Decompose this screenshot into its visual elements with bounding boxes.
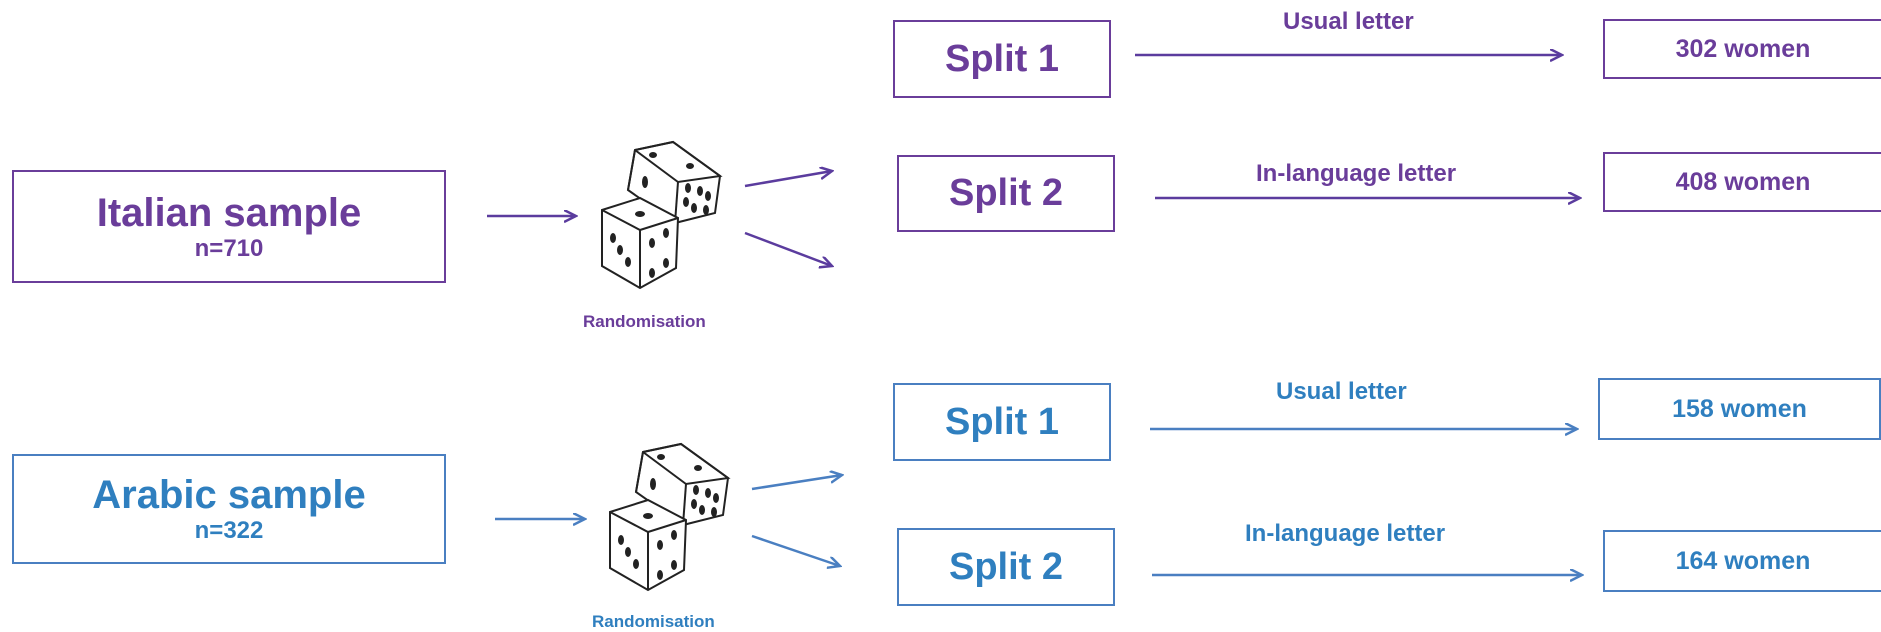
italian-split1-box: Split 1 — [893, 20, 1111, 98]
arrow-arabic-randomisation-to-split2 — [751, 534, 840, 566]
arabic-result2-box: 164 women — [1603, 530, 1881, 592]
italian-sample-box: Italian sample n=710 — [12, 170, 446, 283]
arabic-split2-box: Split 2 — [897, 528, 1115, 606]
arrow-arabic-randomisation-to-split1 — [751, 475, 842, 491]
italian-sample-n: n=710 — [194, 234, 264, 262]
italian-dice-icon — [601, 140, 723, 290]
italian-randomisation-label: Randomisation — [583, 312, 706, 331]
arabic-sample-title: Arabic sample — [92, 473, 366, 517]
arrow-italian-randomisation-to-split2 — [744, 231, 832, 266]
arabic-split2-label: Split 2 — [948, 545, 1064, 588]
italian-result1-label: 302 women — [1675, 34, 1811, 63]
italian-result1-box: 302 women — [1603, 19, 1881, 79]
arrow-italian-randomisation-to-split1 — [744, 171, 832, 188]
arabic-result2-label: 164 women — [1675, 546, 1811, 575]
arabic-sample-box: Arabic sample n=322 — [12, 454, 446, 564]
arabic-letter1-label: Usual letter — [1276, 378, 1407, 405]
italian-sample-title: Italian sample — [96, 190, 362, 235]
italian-letter1-label: Usual letter — [1283, 8, 1414, 35]
arabic-result1-label: 158 women — [1672, 394, 1807, 423]
arabic-result1-box: 158 women — [1598, 378, 1881, 440]
italian-split2-label: Split 2 — [948, 172, 1064, 214]
italian-result2-box: 408 women — [1603, 152, 1881, 212]
italian-result2-label: 408 women — [1675, 167, 1811, 196]
arabic-split1-box: Split 1 — [893, 383, 1111, 461]
arabic-letter2-label: In-language letter — [1245, 520, 1446, 547]
italian-split1-label: Split 1 — [944, 37, 1060, 80]
italian-letter2-label: In-language letter — [1256, 160, 1457, 187]
arabic-dice-icon — [609, 442, 731, 592]
arabic-sample-n: n=322 — [194, 517, 264, 544]
italian-split2-box: Split 2 — [897, 155, 1115, 232]
arabic-split1-label: Split 1 — [944, 400, 1060, 443]
arabic-randomisation-label: Randomisation — [592, 612, 715, 631]
